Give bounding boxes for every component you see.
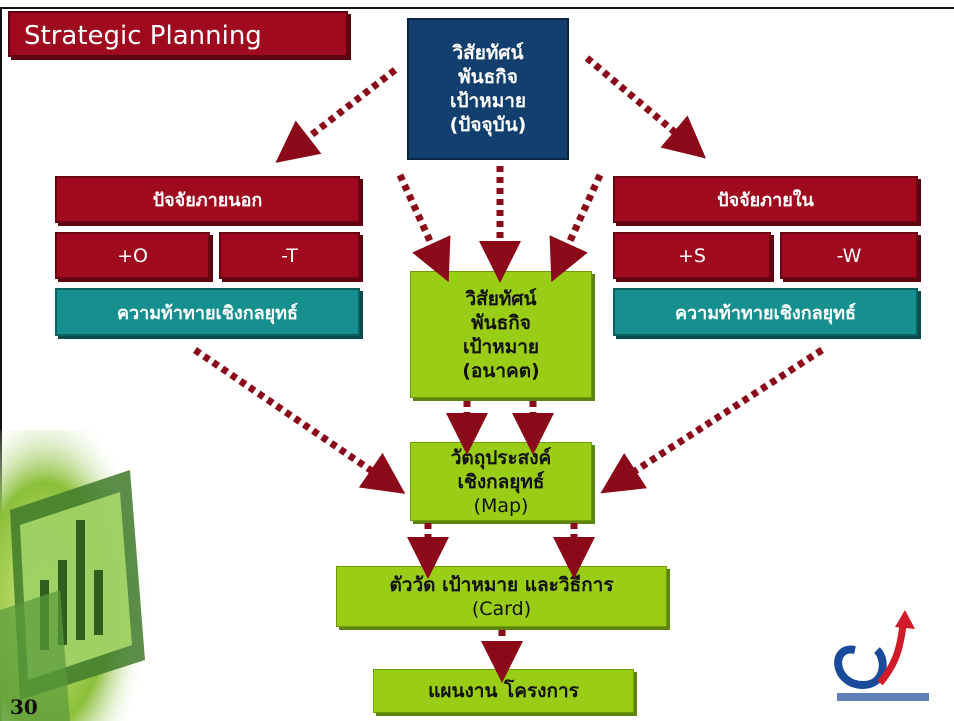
arrow-top-to-external [275, 67, 398, 163]
weakness-box: -W [780, 232, 918, 279]
slide-title: Strategic Planning [8, 11, 348, 57]
future-vision-mission-box: วิสัยทัศน์ พันธกิจ เป้าหมาย (อนาคต) [410, 271, 592, 398]
arrow-external-to-future [396, 173, 451, 283]
slide-top-border [0, 7, 954, 9]
internal-strategic-challenge-box: ความท้าทายเชิงกลยุทธ์ [613, 288, 918, 336]
measures-label: ตัววัด เป้าหมาย และวิธีการ [389, 573, 614, 596]
decorative-chart-image [0, 430, 150, 721]
arrow-internal-challenge-to-objective [600, 347, 824, 494]
future-mission-label: พันธกิจ [471, 311, 531, 334]
plans-projects-box: แผนงาน โครงการ [373, 669, 634, 713]
future-period-label: (อนาคต) [462, 359, 540, 382]
future-goal-label: เป้าหมาย [462, 335, 540, 358]
slide-left-border [0, 7, 2, 721]
internal-factors-header: ปัจจัยภายใน [613, 176, 918, 223]
strength-box: +S [613, 232, 771, 279]
current-mission-label: พันธกิจ [458, 66, 518, 88]
external-strategic-challenge-box: ความท้าทายเชิงกลยุทธ์ [55, 288, 360, 336]
current-vision-mission-box: วิสัยทัศน์ พันธกิจ เป้าหมาย (ปัจจุบัน) [407, 18, 569, 160]
threat-box: -T [219, 232, 360, 279]
measures-targets-box: ตัววัด เป้าหมาย และวิธีการ (Card) [336, 566, 667, 627]
external-factors-header: ปัจจัยภายนอก [55, 176, 360, 223]
future-vision-label: วิสัยทัศน์ [465, 287, 537, 310]
map-label: (Map) [473, 494, 529, 517]
page-number: 30 [10, 695, 38, 719]
opportunity-box: +O [55, 232, 210, 279]
arrow-top-to-internal [584, 55, 707, 159]
organization-logo-icon [834, 610, 929, 701]
arrow-internal-to-future [549, 173, 604, 283]
current-vision-label: วิสัยทัศน์ [452, 42, 524, 64]
arrow-external-challenge-to-objective [193, 347, 406, 494]
current-goal-label: เป้าหมาย [449, 90, 527, 112]
strategic-label: เชิงกลยุทธ์ [457, 470, 545, 493]
current-period-label: (ปัจจุบัน) [449, 114, 527, 136]
card-label: (Card) [471, 597, 532, 620]
